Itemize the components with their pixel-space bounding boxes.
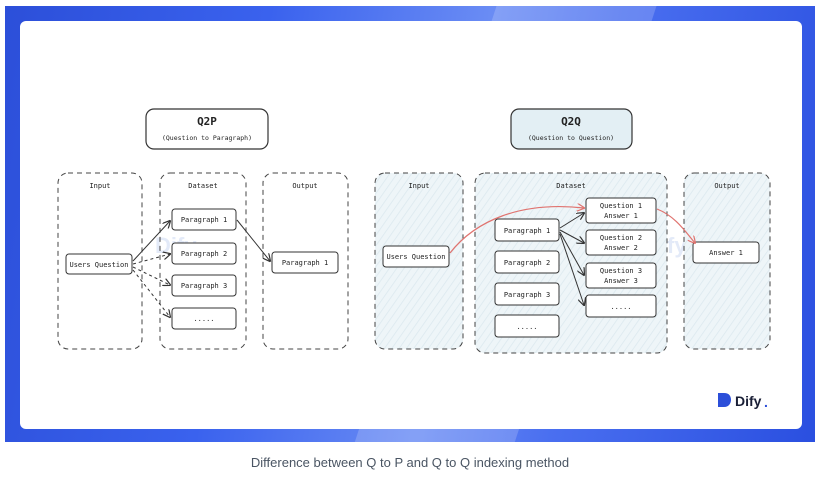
q2q-answer-label: Answer 2 [604, 244, 638, 252]
q2q-qa-more: ..... [610, 303, 631, 311]
q2p-input-label: Input [89, 182, 110, 190]
q2q-title: Q2Q [561, 115, 581, 128]
q2q-paragraph-label: Paragraph 1 [504, 227, 550, 235]
q2p-diagram: Q2P (Question to Paragraph) Input Datase… [57, 108, 349, 350]
q2q-output-label: Output [714, 182, 739, 190]
q2p-title-box [145, 108, 269, 150]
q2q-question-label: Question 1 [600, 202, 642, 210]
q2q-paragraph-box [494, 282, 560, 306]
q2p-dataset-label: Dataset [188, 182, 218, 190]
q2q-answer-label: Answer 1 [604, 212, 638, 220]
q2q-qa-box [585, 262, 657, 289]
q2q-diagram: Q2Q (Question to Question) Input Dataset… [374, 108, 771, 354]
q2q-answer-label: Answer 3 [604, 277, 638, 285]
q2p-title: Q2P [197, 115, 217, 128]
arrow [559, 213, 584, 229]
banner-frame: Dify Dify Dify Q2P (Question to Paragrap… [5, 6, 815, 442]
dify-logo-icon [718, 393, 731, 407]
arrow [132, 254, 170, 265]
q2q-output-item: Answer 1 [709, 249, 743, 257]
q2q-question-label: Question 2 [600, 234, 642, 242]
q2q-paragraph-box [494, 314, 560, 338]
q2p-subtitle: (Question to Paragraph) [162, 134, 252, 142]
arrow [559, 233, 584, 305]
q2p-paragraph-label: Paragraph 2 [181, 250, 227, 258]
arrow [132, 221, 170, 262]
q2p-output-label: Output [292, 182, 317, 190]
q2q-paragraph-label: ..... [516, 323, 537, 331]
q2q-dataset-label: Dataset [556, 182, 586, 190]
q2p-input-panel [57, 172, 143, 350]
q2p-paragraph-label: Paragraph 3 [181, 282, 227, 290]
q2q-paragraph-box [494, 218, 560, 242]
q2q-user-question: Users Question [386, 253, 445, 261]
arrow [449, 207, 584, 254]
q2p-paragraph-label: Paragraph 1 [181, 216, 227, 224]
dify-logo: Dify . [718, 393, 768, 410]
figure-caption: Difference between Q to P and Q to Q ind… [250, 455, 570, 470]
q2q-user-question-box [382, 245, 450, 268]
arrow [559, 231, 584, 275]
q2p-paragraph-label: ..... [193, 315, 214, 323]
q2q-qa-box [585, 197, 657, 224]
q2p-output-item: Paragraph 1 [282, 259, 328, 267]
q2p-user-question: Users Question [69, 261, 128, 269]
q2q-output-box [692, 241, 760, 264]
diagram-canvas: Dify Dify Dify Q2P (Question to Paragrap… [57, 108, 771, 410]
dify-logo-text: Dify [735, 393, 762, 409]
q2q-paragraph-label: Paragraph 3 [504, 291, 550, 299]
diagram-card: Dify Dify Dify Q2P (Question to Paragrap… [20, 21, 802, 429]
arrow [132, 266, 170, 285]
arrow [559, 229, 584, 243]
arrow [132, 269, 170, 317]
q2q-paragraph-label: Paragraph 2 [504, 259, 550, 267]
q2q-paragraph-box [494, 250, 560, 274]
arrow [236, 219, 270, 261]
arrow [656, 208, 695, 243]
q2p-output-box [271, 251, 339, 274]
q2q-title-box [510, 108, 633, 150]
dify-logo-mark: . [764, 394, 768, 410]
q2q-subtitle: (Question to Question) [528, 134, 614, 142]
q2q-question-label: Question 3 [600, 267, 642, 275]
q2q-input-label: Input [408, 182, 429, 190]
q2p-paragraph-box [171, 307, 237, 330]
q2p-user-question-box [65, 253, 133, 275]
q2p-paragraph-box [171, 208, 237, 231]
